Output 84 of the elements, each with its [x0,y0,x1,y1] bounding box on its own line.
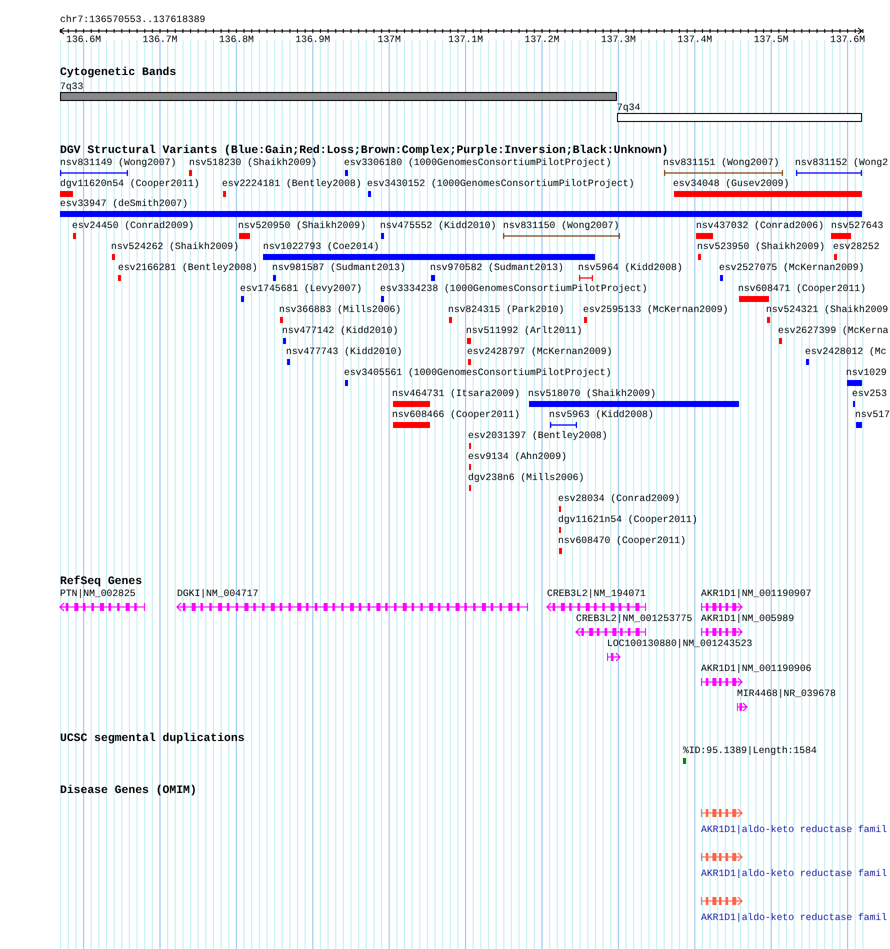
variant-label: nsv608471 (Cooper2011) [738,284,866,294]
variant-label: esv2595133 (McKernan2009) [583,305,728,315]
variant-label: esv3430152 (1000GenomesConsortiumPilotProject) [367,179,634,189]
ruler-tick-label: 136.8M [218,35,254,45]
variant-label: nsv477743 (Kidd2010) [286,347,402,357]
disease-gene-label: AKR1D1|aldo-keto reductase famil [701,913,888,923]
variant-label: esv253 [852,389,887,399]
duplication-label: %ID:95.1389|Length:1584 [683,746,817,756]
variant-label: esv2224181 (Bentley2008) [222,179,362,189]
variant-label: nsv831152 (Wong2 [795,158,888,168]
variant-label: nsv970582 (Sudmant2013) [430,263,564,273]
variant-label: nsv520950 (Shaikh2009) [238,221,366,231]
variant-label: nsv464731 (Itsara2009) [392,389,520,399]
variant-label: esv34048 (Gusev2009) [673,179,790,189]
variant-label: dgv11620n54 (Cooper2011) [60,179,200,189]
variant-label: esv2428797 (McKernan2009) [467,347,612,357]
variant-label: nsv608466 (Cooper2011) [392,410,520,420]
gene-label: LOC100130880|NM_001243523 [607,639,752,649]
variant-label: dgv238n6 (Mills2006) [468,473,584,483]
ruler-tick-label: 137.3M [600,35,636,45]
ruler-tick-label: 137.6M [830,35,866,45]
disease-gene-label: AKR1D1|aldo-keto reductase famil [701,825,888,835]
gene-label: DGKI|NM_004717 [177,589,258,599]
variant-label: nsv518230 (Shaikh2009) [189,158,317,168]
variant-label: nsv1022793 (Coe2014) [263,242,380,252]
variant-label: nsv524262 (Shaikh2009) [111,242,239,252]
variant-label: nsv5963 (Kidd2008) [549,410,654,420]
variant-label: esv28252 [833,242,880,252]
variant-label: nsv5964 (Kidd2008) [578,263,683,273]
variant-label: nsv475552 (Kidd2010) [380,221,496,231]
ruler-tick-label: 137M [378,35,401,45]
ruler-tick-label: 137.2M [524,35,560,45]
variant-label: nsv831151 (Wong2007) [663,158,780,168]
chromosome-position-title: chr7:136570553..137618389 [60,15,206,25]
variant-label: nsv518070 (Shaikh2009) [528,389,656,399]
ruler-tick-label: 137.4M [677,35,712,45]
gene-label: AKR1D1|NM_001190907 [701,589,812,599]
ruler-tick-label: 137.1M [448,35,484,45]
variant-label: nsv824315 (Park2010) [448,305,564,315]
gene-label: PTN|NM_002825 [60,589,136,599]
variant-label: esv33947 (deSmith2007) [60,199,188,209]
variant-label: esv9134 (Ahn2009) [468,452,567,462]
variant-label: dgv11621n54 (Cooper2011) [558,515,698,525]
variant-label: nsv477142 (Kidd2010) [282,326,398,336]
variant-label: nsv527643 [831,221,884,231]
gene-label: AKR1D1|NM_001190906 [701,664,812,674]
variant-label: nsv517 [855,410,890,420]
variant-label: esv1745681 (Levy2007) [240,284,362,294]
ruler-tick-label: 136.7M [142,35,178,45]
track-title: UCSC segmental duplications [60,734,245,746]
variant-label: nsv1029 [846,368,887,378]
variant-label: nsv831149 (Wong2007) [60,158,176,168]
variant-label: nsv366883 (Mills2006) [279,305,402,315]
gene-label: AKR1D1|NM_005989 [701,614,794,624]
gene-label: CREB3L2|NM_001253775 [576,614,692,624]
gene-label: MIR4468|NR_039678 [737,689,836,699]
variant-label: esv2428012 (Mc [805,347,886,357]
variant-label: nsv608470 (Cooper2011) [558,536,686,546]
disease-gene-label: AKR1D1|aldo-keto reductase famil [701,869,888,879]
ruler-tick-label: 137.5M [754,35,789,45]
variant-label: nsv511992 (Arlt2011) [466,326,582,336]
track-title: Disease Genes (OMIM) [60,786,197,798]
variant-label: esv2031397 (Bentley2008) [468,431,608,441]
variant-label: nsv523950 (Shaikh2009) [697,242,825,252]
variant-label: esv2627399 (McKerna [778,326,888,336]
variant-label: esv3334238 (1000GenomesConsortiumPilotProject) [380,284,648,294]
variant-label: esv3405561 (1000GenomesConsortiumPilotProject) [344,368,612,378]
variant-label: nsv437032 (Conrad2006) [696,221,824,231]
variant-label: esv2527075 (McKernan2009) [719,263,864,273]
variant-label: esv3306180 (1000GenomesConsortiumPilotProject) [344,158,612,168]
track-title: Cytogenetic Bands [60,68,176,80]
variant-label: nsv981587 (Sudmant2013) [272,263,406,273]
gene-label: CREB3L2|NM_194071 [547,589,646,599]
band-label: 7q33 [60,82,84,92]
variant-label: nsv524321 (Shaikh2009 [766,305,888,315]
ruler-tick-label: 136.6M [66,35,102,45]
track-title: DGV Structural Variants (Blue:Gain;Red:Loss;Brown:Complex;Purple:Inversion;Black:Unknown) [60,146,668,158]
variant-label: esv24450 (Conrad2009) [72,221,194,231]
variant-label: esv2166281 (Bentley2008) [118,263,258,273]
track-title: RefSeq Genes [60,577,142,588]
band-label: 7q34 [617,103,640,113]
variant-label: esv28034 (Conrad2009) [558,494,680,504]
variant-label: nsv831150 (Wong2007) [503,221,620,231]
ruler-tick-label: 136.9M [295,35,330,45]
